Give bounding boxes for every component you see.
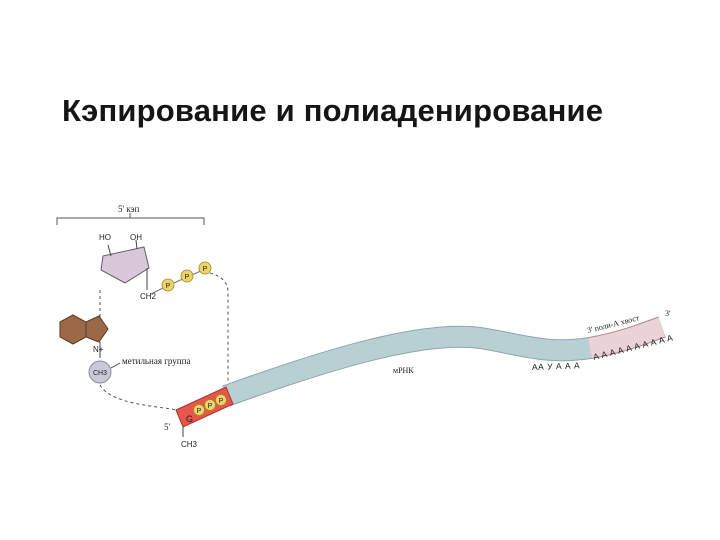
phosphate-1: P — [161, 278, 175, 292]
cap-phosphate-3-label: P — [219, 398, 224, 405]
cap-phosphate-2: P — [204, 399, 216, 411]
mrna-label: мРНК — [393, 366, 414, 375]
polya-tail-segment — [588, 317, 666, 358]
cap-phosphate-1-label: P — [197, 408, 202, 415]
phosphate-3-label: P — [203, 266, 208, 273]
methyl-group-label: метильная группа — [122, 356, 190, 366]
cap-label: 5' кэп — [118, 204, 139, 214]
ribose-ho-label: HO — [99, 233, 111, 242]
phosphate-2-label: P — [185, 274, 190, 281]
base-n-plus-label: N+ — [93, 345, 104, 354]
phosphate-3: P — [198, 261, 212, 275]
ribose-ch2-label: CH2 — [140, 292, 157, 301]
mrna-sequence: АА У А А А — [532, 360, 581, 372]
cap-methyl-label: CH3 — [181, 440, 198, 449]
guanosine-label: G — [186, 414, 193, 424]
ribose-ring — [100, 246, 150, 284]
cap-phosphate-2-label: P — [208, 403, 213, 410]
ribose-oh-label: OH — [130, 233, 142, 242]
dashed-guide-methyl — [99, 384, 179, 411]
phosphate-2: P — [180, 269, 194, 283]
phosphate-1-label: P — [166, 283, 171, 290]
five-prime-label: 5' — [164, 422, 171, 432]
guanine-base — [59, 314, 109, 345]
three-prime-label: 3' — [665, 309, 671, 318]
cap-bracket — [56, 213, 205, 225]
dashed-guide-right — [209, 272, 229, 383]
slide-title: Кэпирование и полиаденирование — [62, 93, 604, 128]
cap-phosphate-1: P — [193, 404, 205, 416]
cap-phosphate-3: P — [215, 394, 227, 406]
methyl-group-node — [88, 360, 112, 384]
methyl-group-node-label: CH3 — [93, 370, 107, 377]
